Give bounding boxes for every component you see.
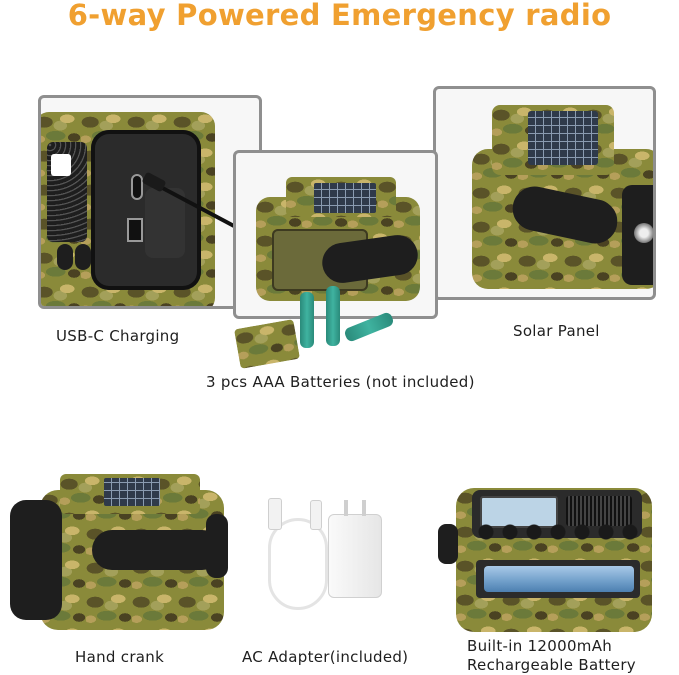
usb-c-plug bbox=[310, 500, 322, 530]
rubber-flap bbox=[145, 188, 185, 258]
adapter-prong-2 bbox=[362, 500, 366, 516]
caption-usb-c: USB-C Charging bbox=[56, 327, 180, 345]
usb-a-port bbox=[127, 218, 143, 242]
solar-frame bbox=[433, 86, 656, 300]
end-cap bbox=[10, 500, 62, 620]
solar-panel bbox=[104, 478, 160, 506]
caption-solar: Solar Panel bbox=[513, 322, 600, 340]
built-in-battery-radio bbox=[436, 484, 654, 634]
side-knob bbox=[438, 524, 458, 564]
adapter-prong-1 bbox=[344, 500, 348, 516]
aaa-battery-2 bbox=[326, 286, 340, 346]
antenna-knob-2 bbox=[75, 244, 91, 270]
caption-batteries: 3 pcs AAA Batteries (not included) bbox=[206, 373, 475, 391]
usb-cable-loop bbox=[268, 518, 328, 610]
page-title: 6-way Powered Emergency radio bbox=[67, 0, 612, 32]
flashlight-lens bbox=[634, 223, 653, 243]
rechargeable-battery bbox=[484, 566, 634, 592]
caption-hand-crank: Hand crank bbox=[75, 648, 165, 666]
caption-built-in-line1: Built-in 12000mAh bbox=[467, 637, 613, 655]
hand-crank-radio bbox=[10, 470, 228, 640]
caption-ac-adapter: AC Adapter(included) bbox=[242, 648, 409, 666]
usb-c-frame bbox=[38, 95, 262, 309]
solar-panel bbox=[528, 111, 598, 165]
usb-c-port bbox=[131, 174, 143, 200]
wall-adapter bbox=[328, 514, 382, 598]
solar-panel bbox=[314, 183, 376, 213]
noaa-logo bbox=[51, 154, 71, 176]
button-row bbox=[476, 522, 642, 542]
aaa-battery-1 bbox=[300, 292, 314, 348]
caption-built-in-line2: Rechargeable Battery bbox=[467, 656, 636, 674]
speaker-grille bbox=[566, 496, 632, 526]
usb-a-plug bbox=[268, 498, 282, 530]
ac-adapter-group bbox=[258, 494, 398, 614]
antenna-knob-1 bbox=[57, 244, 73, 270]
hand-crank bbox=[92, 530, 222, 570]
battery-door bbox=[233, 319, 301, 369]
crank-handle bbox=[206, 514, 228, 578]
